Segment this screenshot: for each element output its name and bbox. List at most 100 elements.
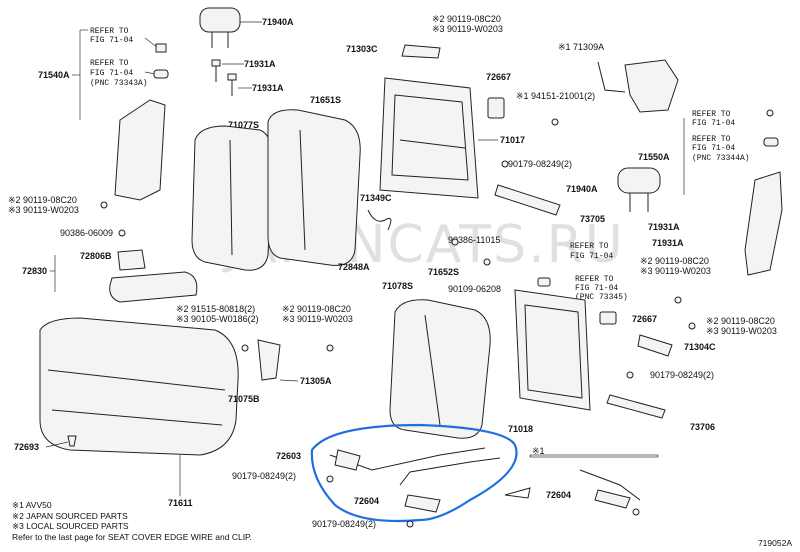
release-cable-2[interactable] — [399, 457, 501, 486]
figure-number: 719052A — [757, 538, 792, 548]
label-71931A: 71931A — [648, 222, 680, 232]
label-71540A: 71540A — [38, 70, 70, 80]
label-71017: 71017 — [500, 135, 525, 145]
armrest-assembly[interactable] — [109, 271, 198, 303]
label-72604: 72604 — [354, 496, 379, 506]
label-71305A: 71305A — [300, 376, 332, 386]
lock-cable-right[interactable] — [606, 394, 666, 419]
label-90386-06009: 90386-06009 — [60, 228, 113, 238]
label-90386-11015: 90386-11015 — [448, 235, 500, 245]
headrest-right[interactable] — [617, 167, 661, 212]
clip[interactable] — [67, 435, 77, 447]
label-71652S: 71652S — [428, 267, 459, 277]
label-71018: 71018 — [508, 424, 533, 434]
label-bolt: ※2 90119-08C20 — [282, 304, 351, 314]
refer-to-pnc: (PNC 73343A) — [90, 79, 148, 88]
label-71349C: 71349C — [360, 193, 392, 203]
label-bolt: ※3 90119-W0203 — [282, 314, 353, 324]
label-bolt: ※2 90119-08C20 — [706, 316, 775, 326]
refer-to-pnc: (PNC 73345) — [575, 293, 628, 302]
cable-variant[interactable] — [579, 469, 641, 501]
highlight-outline — [310, 423, 518, 523]
seat-cushion[interactable] — [39, 317, 239, 456]
side-garnish-left[interactable] — [114, 99, 166, 201]
variant-note: ※1 — [532, 446, 545, 456]
label-72667: 72667 — [632, 314, 657, 324]
label-71940A-top: 71940A — [262, 17, 294, 27]
inset-line — [529, 454, 659, 458]
label-71931A: 71931A — [652, 238, 684, 248]
label-bolt: ※2 91515-80818(2) — [176, 304, 255, 314]
refer-to-label: REFER TO — [692, 135, 731, 144]
cable-end-2[interactable] — [404, 494, 441, 513]
label-90109-06208: 90109-06208 — [448, 284, 501, 294]
seat-hinge[interactable] — [257, 339, 281, 381]
seatback-cover-right[interactable] — [267, 109, 361, 266]
label-bolt: ※2 90119-08C20 — [640, 256, 709, 266]
refer-to-fig[interactable]: FIG 71-04 — [575, 284, 618, 293]
refer-to-label: REFER TO — [692, 110, 731, 119]
refer-to-fig[interactable]: FIG 71-04 — [692, 144, 735, 153]
refer-to-label: REFER TO — [570, 242, 609, 251]
headrest-left[interactable] — [199, 7, 241, 48]
arrow — [504, 487, 531, 499]
lock-bracket-right[interactable] — [637, 334, 673, 357]
side-garnish-right[interactable] — [744, 171, 783, 276]
label-71078S: 71078S — [382, 281, 413, 291]
seatback-frame-left[interactable] — [379, 77, 479, 199]
label-71303C: 71303C — [346, 44, 378, 54]
label-90179: 90179-08249(2) — [232, 471, 296, 481]
headrest-guide-2[interactable] — [227, 73, 237, 96]
label-bolt: ※3 90119-W0203 — [432, 24, 503, 34]
headrest-guide-1[interactable] — [211, 59, 221, 82]
lock-bracket[interactable] — [401, 44, 441, 59]
label-71931A-1: 71931A — [244, 59, 276, 69]
label-90179: 90179-08249(2) — [312, 519, 376, 529]
label-73705: 73705 — [580, 214, 605, 224]
refer-to-fig[interactable]: FIG 71-04 — [90, 69, 133, 78]
label-bolt-2: ※3 90119-W0203 — [8, 205, 79, 215]
bolt[interactable] — [100, 201, 108, 209]
label-71309A: ※1 71309A — [558, 42, 604, 52]
label-71304C: 71304C — [684, 342, 716, 352]
label-72667: 72667 — [486, 72, 511, 82]
label-94151: ※1 94151-21001(2) — [516, 91, 595, 101]
bracket[interactable] — [597, 61, 626, 93]
label-bolt: ※2 90119-08C20 — [432, 14, 501, 24]
label-bolt: ※3 90119-W0203 — [640, 266, 711, 276]
seatback-frame-right[interactable] — [514, 289, 591, 411]
label-90179: 90179-08249(2) — [650, 370, 714, 380]
note-2: ※2 JAPAN SOURCED PARTS — [12, 510, 128, 521]
cover-piece[interactable] — [624, 59, 679, 113]
refer-to-label: REFER TO — [90, 27, 129, 36]
seatback-cover-center[interactable] — [389, 299, 491, 439]
refer-to-label: REFER TO — [575, 275, 614, 284]
note-3: ※3 LOCAL SOURCED PARTS — [12, 521, 129, 531]
wire-spring[interactable] — [367, 209, 392, 231]
refer-to-fig[interactable]: FIG 71-04 — [570, 252, 613, 261]
clip-part[interactable] — [155, 43, 167, 53]
refer-to-label: REFER TO — [90, 59, 129, 68]
refer-to-fig[interactable]: FIG 71-04 — [692, 119, 735, 128]
label-72603: 72603 — [276, 451, 301, 461]
footnotes: ※1 AVV50 ※2 JAPAN SOURCED PARTS ※3 LOCAL… — [12, 500, 252, 542]
label-72604: 72604 — [546, 490, 571, 500]
label-72848A: 72848A — [338, 262, 370, 272]
label-71550A: 71550A — [638, 152, 670, 162]
lock-cable[interactable] — [494, 184, 561, 216]
refer-to-pnc: (PNC 73344A) — [692, 154, 750, 163]
note-1: ※1 AVV50 — [12, 500, 52, 510]
label-72830: 72830 — [22, 266, 47, 276]
cable-end[interactable] — [334, 449, 361, 471]
label-71077S: 71077S — [228, 120, 259, 130]
refer-to-fig[interactable]: FIG 71-04 — [90, 36, 133, 45]
label-72693: 72693 — [14, 442, 39, 452]
cup-holder[interactable] — [117, 249, 146, 271]
seatback-cover-left[interactable] — [191, 125, 273, 271]
bezel[interactable] — [487, 97, 505, 119]
cable-end-variant[interactable] — [594, 489, 631, 509]
clip-part[interactable] — [153, 69, 169, 79]
label-bolt: ※3 90105-W0186(2) — [176, 314, 259, 324]
